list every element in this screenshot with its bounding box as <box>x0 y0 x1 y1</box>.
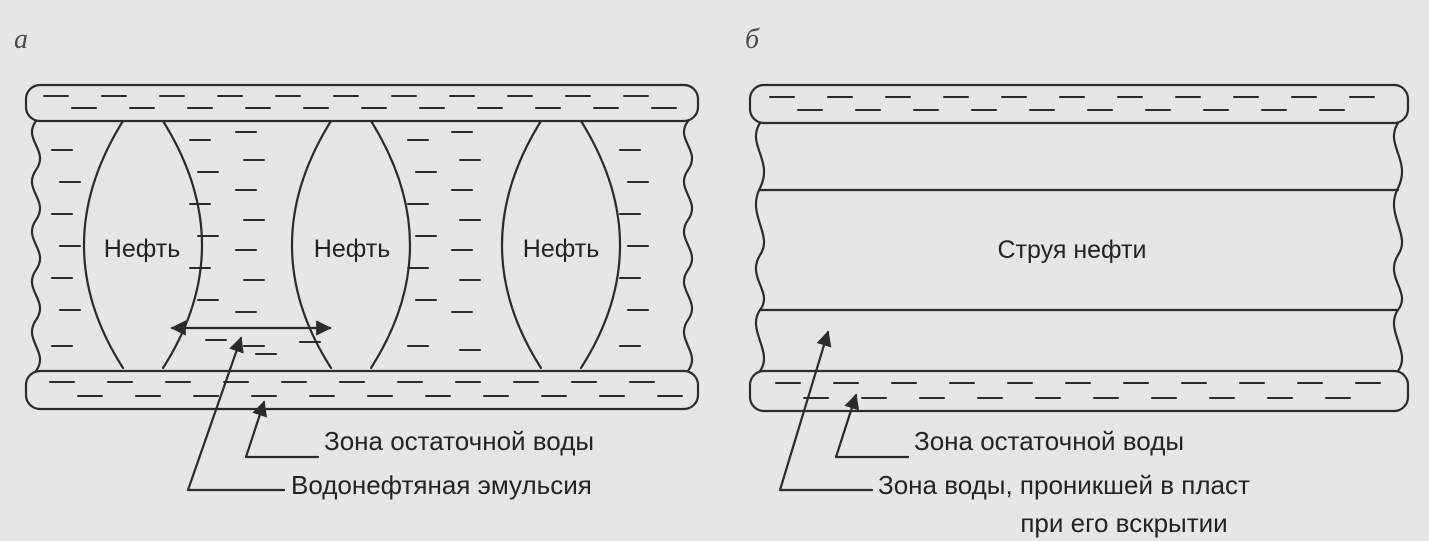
panel-b-top-band <box>748 83 1410 125</box>
panel-a-left-wall <box>30 119 42 373</box>
panel-a-right-wall <box>682 119 694 373</box>
panel-a-water-dashes <box>43 95 683 397</box>
oil-label-3: Нефть <box>523 235 599 263</box>
leader-emulsion-a <box>186 336 286 492</box>
oil-lens-3 <box>501 119 543 370</box>
panel-b: б Струя нефти Зона остаточной воды Зона … <box>745 24 1410 538</box>
oil-label-1: Нефть <box>104 235 180 263</box>
callout-invaded-water-b: Зона воды, проникшей в пласт <box>878 470 1250 500</box>
oil-lens-2 <box>291 119 333 370</box>
panel-a-top-band <box>24 83 700 123</box>
panel-a-letter: а <box>14 24 28 55</box>
oil-lens-1-right <box>161 119 203 370</box>
panel-b-right-wall <box>1392 121 1404 373</box>
oil-label-2: Нефть <box>314 235 390 263</box>
leader-residual-water-b <box>834 393 910 459</box>
panel-a: а Нефть Нефть Нефть Зона остаточной воды… <box>14 24 700 500</box>
leader-residual-water-a <box>244 400 320 459</box>
oil-lens-1 <box>83 119 125 370</box>
callout-invaded-water-b-line2: при его вскрытии <box>1020 508 1227 538</box>
panel-a-bottom-band <box>24 369 700 411</box>
leader-invaded-water-b <box>778 330 874 492</box>
oil-stream-label: Струя нефти <box>998 236 1147 264</box>
callout-residual-water-a: Зона остаточной воды <box>324 426 594 456</box>
oil-lens-3-right <box>579 119 621 370</box>
panel-b-water-dashes <box>769 96 1381 399</box>
callout-emulsion-a: Водонефтяная эмульсия <box>291 470 592 500</box>
panel-b-left-wall <box>754 121 766 373</box>
oil-lens-2-right <box>369 119 411 370</box>
panel-b-bottom-band <box>748 369 1410 413</box>
panel-b-letter: б <box>745 24 760 55</box>
callout-residual-water-b: Зона остаточной воды <box>914 426 1184 456</box>
